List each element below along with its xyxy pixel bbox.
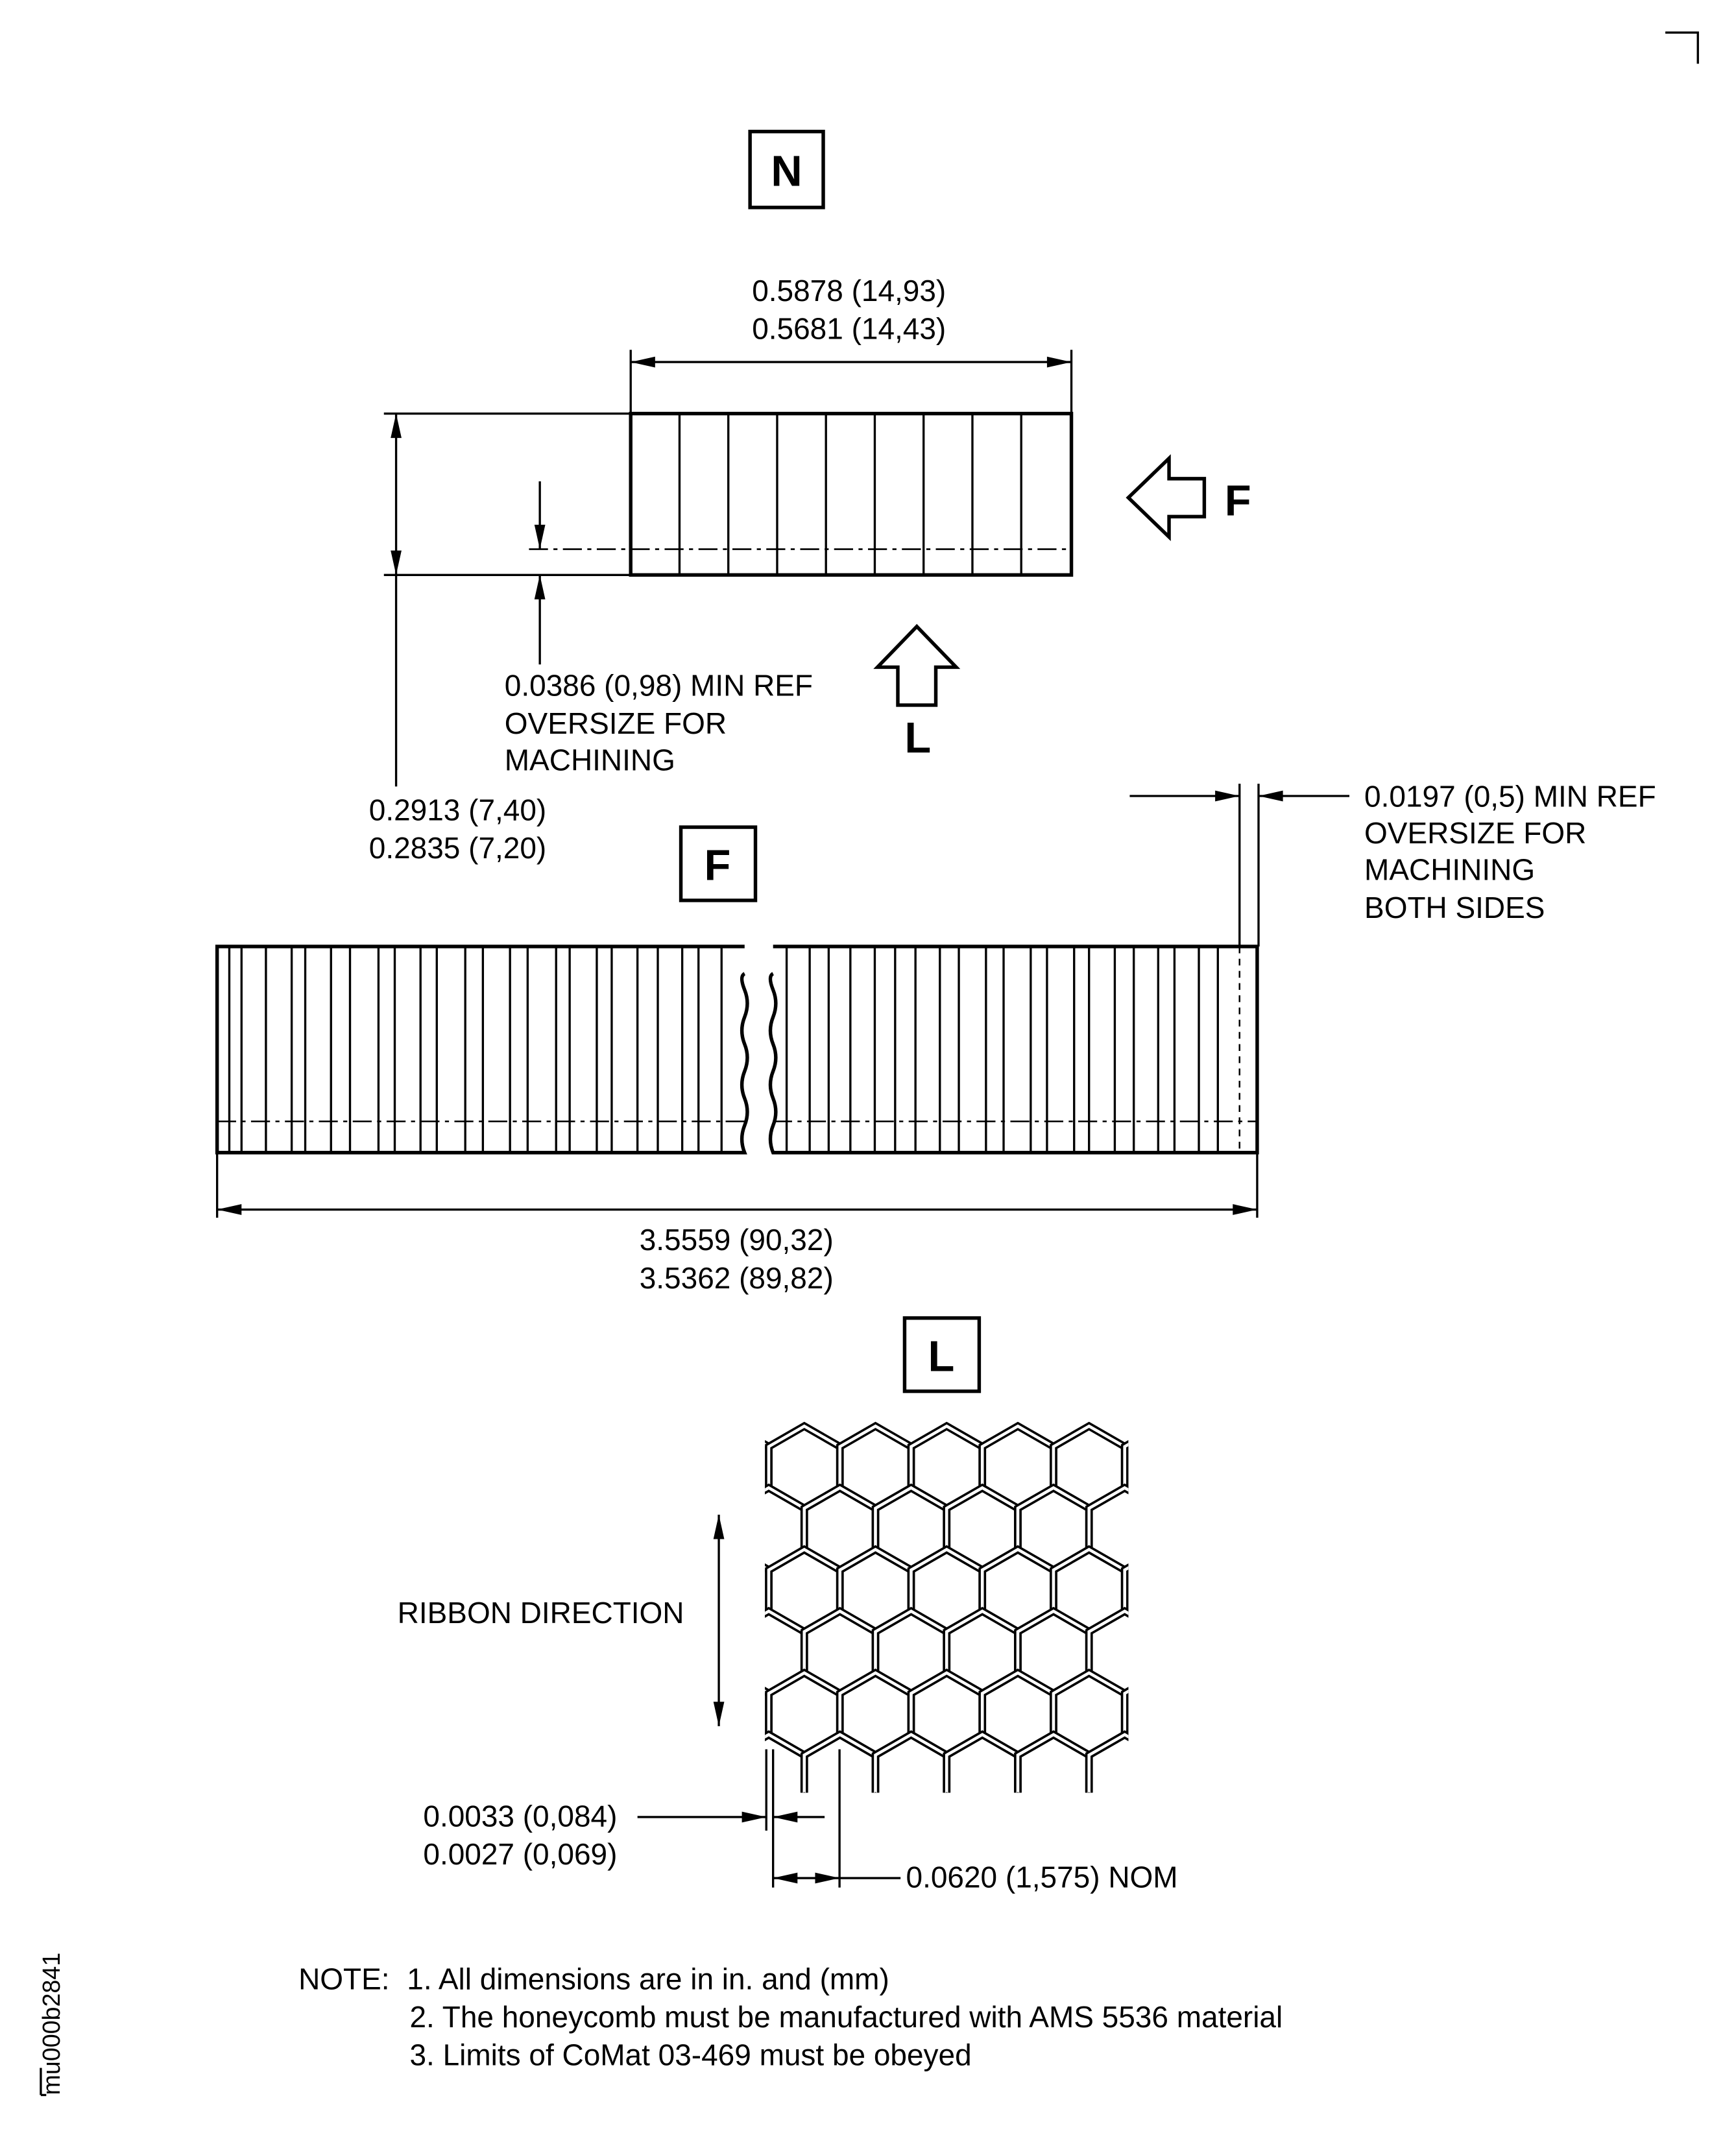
- view-l: L RIBBON DIRECTION 0.0033 (0,084) 0.0027…: [398, 1316, 1303, 1894]
- length-dimension-line: [215, 1152, 1259, 1218]
- honeycomb-cell: [1231, 1488, 1303, 1570]
- ribbon-direction-text: RIBBON DIRECTION: [398, 1596, 684, 1630]
- honeycomb-cell: [1120, 1440, 1129, 1495]
- honeycomb-cell: [1014, 1730, 1093, 1793]
- height-min-text: 0.2835 (7,20): [369, 831, 546, 865]
- honeycomb-cell: [1120, 1563, 1129, 1618]
- notes-heading: NOTE:: [298, 1962, 389, 1995]
- honeycomb-cell-inner: [697, 1796, 769, 1879]
- honeycomb-cell-inner: [1231, 1611, 1303, 1694]
- oversize-n-line1: 0.0386 (0,98) MIN REF: [505, 668, 813, 702]
- width-max-text: 0.5878 (14,93): [752, 274, 946, 307]
- honeycomb-cell-inner: [1123, 1566, 1129, 1615]
- view-l-label-box: [902, 1316, 982, 1393]
- view-l-label: L: [928, 1332, 954, 1380]
- honeycomb-cell-inner: [765, 1689, 771, 1739]
- block-n: [629, 411, 1074, 577]
- corner-mark: [1665, 31, 1699, 64]
- oversize-f-line1: 0.0197 (0,5) MIN REF: [1364, 780, 1656, 813]
- honeycomb-cell: [871, 1730, 951, 1793]
- cell-size-text: 0.0620 (1,575) NOM: [906, 1861, 1178, 1894]
- view-f-arrow-icon: [1126, 454, 1207, 542]
- honeycomb-cell-inner: [1231, 1735, 1303, 1817]
- view-f: 0.0197 (0,5) MIN REF OVERSIZE FOR MACHIN…: [215, 780, 1656, 1295]
- block-f-right: [768, 945, 1259, 1155]
- view-l-arrow-label: L: [904, 714, 931, 762]
- width-min-text: 0.5681 (14,43): [752, 312, 946, 346]
- oversize-f-line2: OVERSIZE FOR: [1364, 816, 1586, 850]
- honeycomb-cell: [765, 1440, 773, 1495]
- arrowhead: [773, 1872, 840, 1884]
- note-3: 3. Limits of CoMat 03-469 must be obeyed: [409, 2038, 971, 2071]
- note-2: 2. The honeycomb must be manufactured wi…: [409, 2000, 1283, 2034]
- figure-id: mu000b2841: [38, 1953, 65, 2095]
- honeycomb-cell-inner: [765, 1442, 771, 1492]
- oversize-n-line2: OVERSIZE FOR: [505, 706, 727, 740]
- honeycomb-cell: [1085, 1730, 1129, 1793]
- width-dimension-line: [629, 350, 1073, 414]
- view-f-label-box: [679, 825, 758, 902]
- view-n: N 0.5878 (14,93) 0.5681 (14,43) 0.2913 (…: [369, 130, 1251, 865]
- honeycomb-pattern: [697, 1421, 1303, 1879]
- honeycomb-cell: [1231, 1611, 1303, 1694]
- honeycomb-cell: [1196, 1426, 1267, 1508]
- honeycomb-cell-inner: [1231, 1488, 1303, 1570]
- honeycomb-cell-inner: [1196, 1550, 1267, 1632]
- view-n-label: N: [771, 147, 802, 195]
- oversize-f-line4: BOTH SIDES: [1364, 891, 1545, 924]
- honeycomb-cell-inner: [1123, 1689, 1129, 1739]
- honeycomb-cell: [765, 1687, 773, 1741]
- honeycomb-cell: [1196, 1796, 1267, 1879]
- honeycomb-cell-inner: [1160, 1611, 1231, 1694]
- oversize-n-line3: MACHINING: [505, 743, 675, 777]
- view-f-arrow-label: F: [1225, 476, 1251, 525]
- oversize-f-dimension-line: [1129, 784, 1350, 947]
- honeycomb-cell-inner: [1196, 1426, 1267, 1508]
- honeycomb-cell: [765, 1730, 808, 1793]
- length-max-text: 3.5559 (90,32): [640, 1223, 834, 1257]
- honeycomb-cell-inner: [1160, 1735, 1231, 1817]
- wall-min-text: 0.0027 (0,069): [423, 1837, 617, 1871]
- length-min-text: 3.5362 (89,82): [640, 1261, 834, 1295]
- wall-dimension-line: [637, 1749, 841, 1888]
- honeycomb-cell: [765, 1563, 773, 1618]
- honeycomb-cell-inner: [1196, 1796, 1267, 1879]
- note-1: 1. All dimensions are in in. and (mm): [407, 1962, 889, 1995]
- honeycomb-cell-inner: [840, 1796, 911, 1879]
- cell-walls-n: [678, 413, 1022, 575]
- wall-max-text: 0.0033 (0,084): [423, 1800, 617, 1833]
- honeycomb-cell-inner: [1087, 1733, 1129, 1793]
- honeycomb-cell-inner: [1196, 1673, 1267, 1755]
- height-dimension-line: [383, 412, 631, 787]
- view-l-arrow-icon: [873, 623, 961, 707]
- honeycomb-cell: [943, 1730, 1022, 1793]
- honeycomb-cell: [1196, 1550, 1267, 1632]
- honeycomb-cell: [1160, 1735, 1231, 1817]
- honeycomb-cell-inner: [769, 1796, 840, 1879]
- arrowhead: [534, 524, 546, 599]
- view-n-label-box: [748, 130, 825, 210]
- arrowhead: [713, 1514, 725, 1726]
- oversize-f-line3: MACHINING: [1364, 853, 1535, 887]
- honeycomb-cell: [874, 1792, 877, 1793]
- arrowhead: [1215, 790, 1283, 802]
- block-f-left: [215, 945, 749, 1155]
- honeycomb-cell-inner: [1160, 1488, 1231, 1570]
- honeycomb-cell: [1160, 1488, 1231, 1570]
- honeycomb-cell: [1196, 1673, 1267, 1755]
- honeycomb-cell-inner: [1123, 1442, 1129, 1492]
- arrowhead: [741, 1811, 798, 1823]
- height-max-text: 0.2913 (7,40): [369, 793, 546, 827]
- honeycomb-cell: [697, 1796, 769, 1879]
- honeycomb-cell: [1160, 1611, 1231, 1694]
- figure-id-bracket: [40, 2067, 47, 2097]
- honeycomb-cell-inner: [765, 1566, 771, 1615]
- notes: NOTE: 1. All dimensions are in in. and (…: [298, 1962, 1283, 2071]
- cell-walls-f: [228, 946, 1219, 1153]
- honeycomb-cell: [1231, 1735, 1303, 1817]
- view-f-label: F: [705, 841, 731, 890]
- honeycomb-cell: [1120, 1687, 1129, 1741]
- honeycomb-cell: [802, 1792, 806, 1793]
